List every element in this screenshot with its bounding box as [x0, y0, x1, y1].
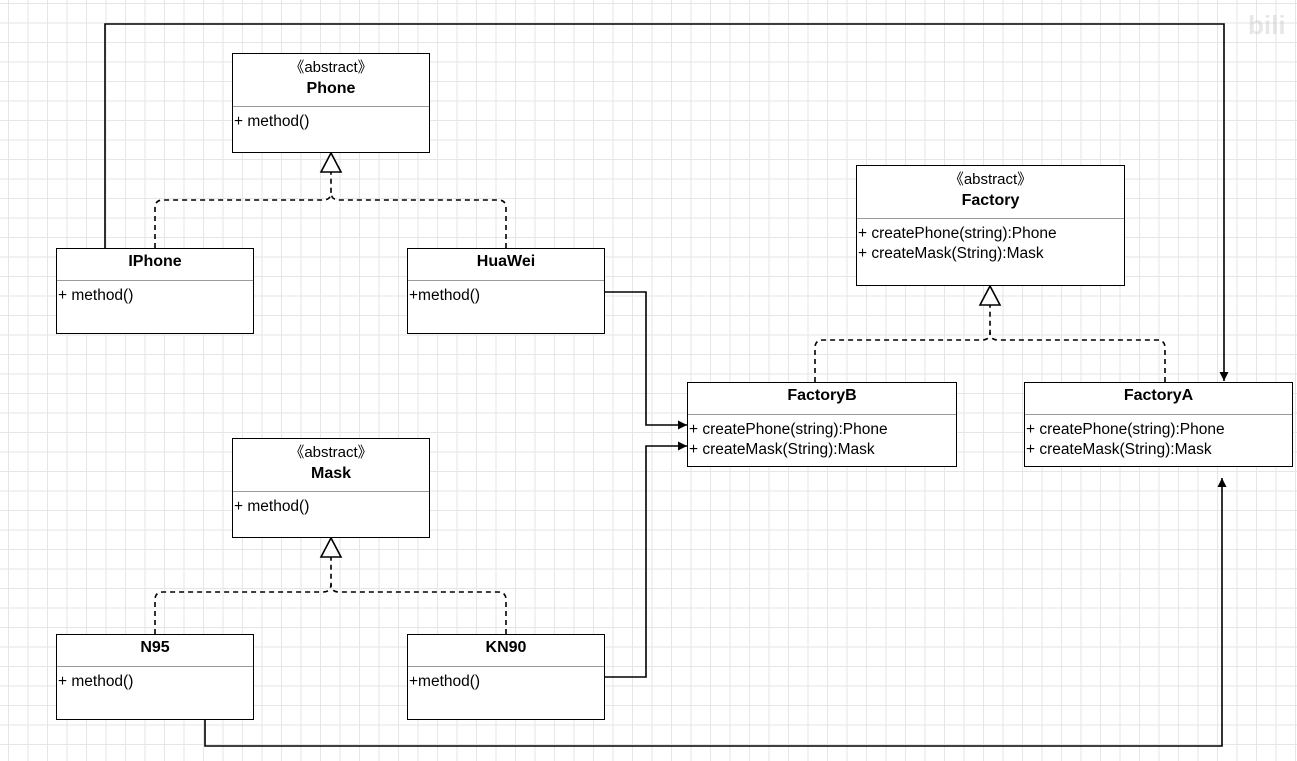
- operations: + method(): [57, 281, 253, 306]
- operation: + createMask(String):Mask: [858, 245, 1044, 262]
- assoc-huawei-factoryb: [605, 291, 687, 430]
- class-factorya[interactable]: FactoryA + createPhone(string):Phone + c…: [1024, 382, 1293, 467]
- operation: + createPhone(string):Phone: [1026, 421, 1225, 438]
- realization-factoryb-factory: [814, 305, 991, 382]
- class-phone[interactable]: 《abstract》 Phone + method(): [232, 53, 430, 153]
- class-mask[interactable]: 《abstract》 Mask + method(): [232, 438, 430, 538]
- class-name: FactoryB: [787, 387, 857, 404]
- operation: + method(): [58, 673, 134, 690]
- class-n95[interactable]: N95 + method(): [56, 634, 254, 720]
- operation: + method(): [234, 498, 310, 515]
- class-huawei[interactable]: HuaWei +method(): [407, 248, 605, 334]
- class-factory[interactable]: 《abstract》 Factory + createPhone(string)…: [856, 165, 1125, 286]
- assoc-iphone-factorya: [104, 23, 1229, 381]
- operations: +method(): [408, 667, 604, 692]
- class-factoryb[interactable]: FactoryB + createPhone(string):Phone + c…: [687, 382, 957, 467]
- watermark-text: bili: [1248, 10, 1286, 40]
- operations: +method(): [408, 281, 604, 306]
- operations: + createPhone(string):Phone + createMask…: [857, 219, 1124, 264]
- class-kn90[interactable]: KN90 +method(): [407, 634, 605, 720]
- class-name: Factory: [961, 192, 1020, 209]
- realization-arrowhead-mask: [319, 536, 343, 558]
- class-name: KN90: [485, 639, 527, 656]
- operation: + method(): [234, 113, 310, 130]
- class-name: N95: [140, 639, 170, 656]
- realization-n95-mask: [154, 557, 332, 634]
- operations: + method(): [233, 492, 429, 517]
- class-header: FactoryA: [1025, 383, 1292, 415]
- realization-iphone-phone: [154, 172, 332, 248]
- operations: + createPhone(string):Phone + createMask…: [1025, 415, 1292, 460]
- class-header: 《abstract》 Factory: [857, 166, 1124, 219]
- watermark-logo: bili: [1098, 6, 1288, 40]
- class-name: HuaWei: [476, 253, 536, 270]
- assoc-n95-factorya: [204, 478, 1227, 747]
- realization-huawei-phone: [330, 191, 507, 248]
- operation: +method(): [409, 287, 481, 304]
- class-name: FactoryA: [1123, 387, 1194, 404]
- class-name: IPhone: [128, 253, 182, 270]
- class-header: N95: [57, 635, 253, 667]
- realization-arrowhead-factory: [978, 284, 1002, 306]
- operations: + method(): [233, 107, 429, 132]
- class-header: KN90: [408, 635, 604, 667]
- operations: + method(): [57, 667, 253, 692]
- realization-kn90-mask: [330, 583, 507, 634]
- class-header: FactoryB: [688, 383, 956, 415]
- operation: + createPhone(string):Phone: [689, 421, 888, 438]
- realization-arrowhead-phone: [319, 151, 343, 173]
- stereotype-label: 《abstract》: [948, 171, 1033, 188]
- class-header: IPhone: [57, 249, 253, 281]
- class-header: HuaWei: [408, 249, 604, 281]
- class-header: 《abstract》 Mask: [233, 439, 429, 492]
- realization-factorya-factory: [989, 331, 1166, 382]
- class-name: Mask: [310, 465, 352, 482]
- operation: + createMask(String):Mask: [689, 441, 875, 458]
- class-name: Phone: [306, 80, 356, 97]
- assoc-kn90-factoryb: [605, 441, 687, 678]
- stereotype-label: 《abstract》: [289, 59, 373, 76]
- operation: + method(): [58, 287, 134, 304]
- operation: + createPhone(string):Phone: [858, 225, 1057, 242]
- operations: + createPhone(string):Phone + createMask…: [688, 415, 956, 460]
- operation: +method(): [409, 673, 481, 690]
- stereotype-label: 《abstract》: [289, 444, 373, 461]
- operation: + createMask(String):Mask: [1026, 441, 1212, 458]
- class-iphone[interactable]: IPhone + method(): [56, 248, 254, 334]
- class-header: 《abstract》 Phone: [233, 54, 429, 107]
